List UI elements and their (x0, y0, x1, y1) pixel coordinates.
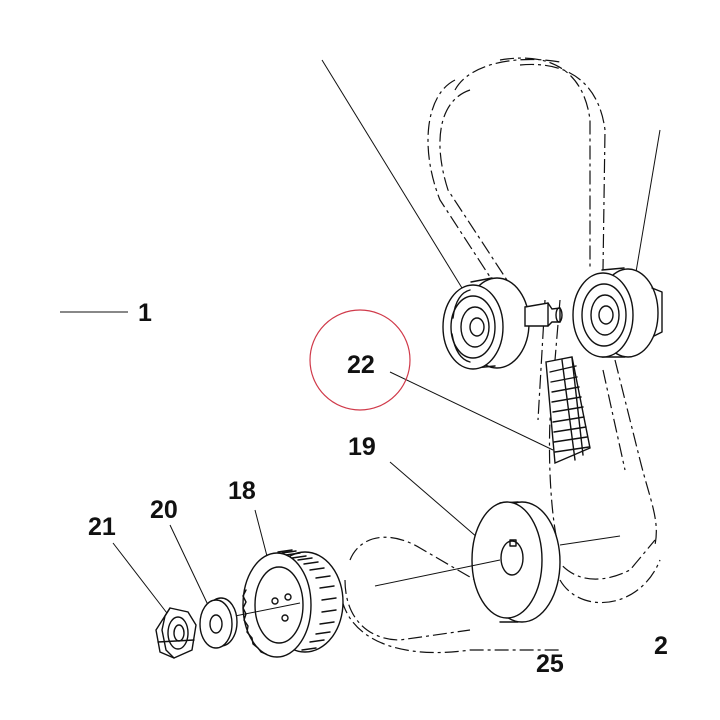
leader-21 (112, 542, 171, 618)
leader-20 (169, 524, 209, 606)
idler-pulley-right (572, 267, 663, 358)
idler-pulley-left (442, 277, 530, 370)
callout-2-partial: 2 (654, 632, 668, 660)
leader-lines (60, 59, 661, 618)
leader-18 (254, 509, 269, 561)
highlight-circle (309, 309, 411, 411)
callout-19: 19 (348, 433, 376, 461)
callout-20: 20 (150, 496, 178, 524)
timing-belt-upper (427, 57, 606, 301)
washer-20 (199, 597, 238, 649)
leader-19 (389, 461, 479, 539)
leader-idler-right (635, 129, 661, 273)
callout-25: 25 (536, 650, 564, 678)
callout-22: 22 (347, 351, 375, 379)
idler-shaft (524, 302, 563, 327)
hex-nut-21 (155, 607, 197, 659)
callout-21: 21 (88, 513, 116, 541)
toothed-gear-18 (199, 549, 344, 658)
leader-idler-left (321, 59, 463, 289)
callout-18: 18 (228, 477, 256, 505)
leader-22 (389, 371, 554, 451)
belt-segment-22 (545, 356, 591, 465)
callout-1: 1 (138, 299, 152, 327)
pulley-19 (374, 501, 621, 623)
